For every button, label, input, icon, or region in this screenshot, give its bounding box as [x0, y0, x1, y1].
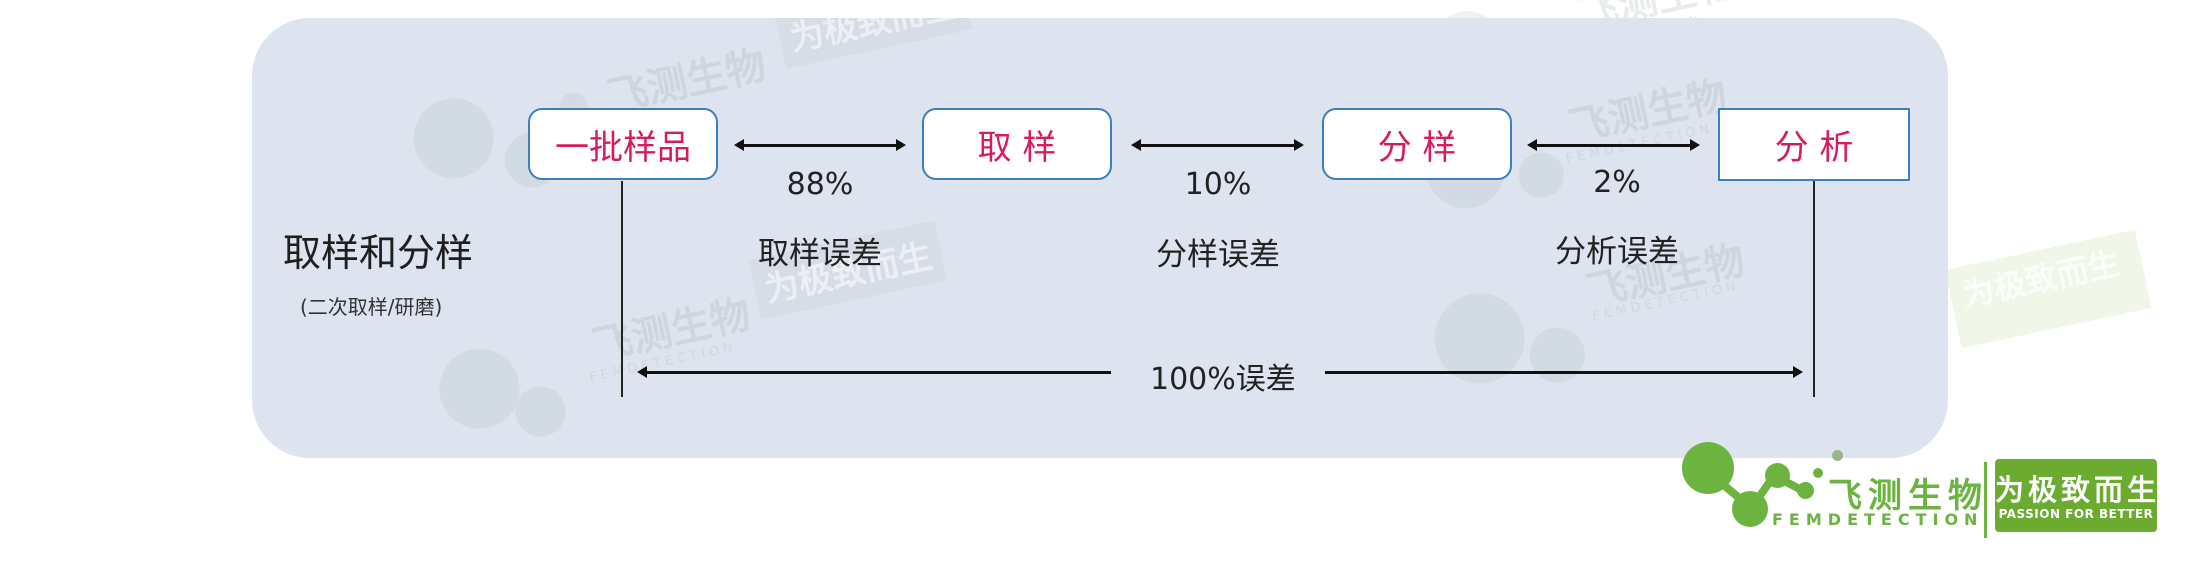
brand-logo: 飞测生物 FEMDETECTION 为极致而生 PASSION FOR BETT… [1680, 440, 2180, 550]
bracket-line-right [1813, 181, 1815, 397]
double-arrow-icon [734, 139, 906, 151]
link-error-label: 取样误差 [758, 236, 882, 272]
arrow-right-icon [1325, 366, 1803, 378]
bracket-line-left [621, 181, 623, 397]
logo-divider [1984, 462, 1987, 538]
section-title: 取样和分样 [283, 231, 474, 275]
node-label: 分 析 [1774, 128, 1854, 168]
node-label: 分 样 [1377, 127, 1457, 168]
node-label: 一批样品 [555, 127, 691, 168]
brand-name-cn: 飞测生物 [1828, 476, 1988, 516]
slogan-badge: 为极致而生 PASSION FOR BETTER [1995, 459, 2157, 532]
link-percent: 10% [1184, 167, 1252, 202]
link-percent: 2% [1593, 165, 1641, 200]
link-error-label: 分析误差 [1555, 234, 1679, 270]
node-subsampling: 分 样 [1322, 108, 1512, 180]
double-arrow-icon [1131, 139, 1304, 151]
node-analysis: 分 析 [1718, 108, 1910, 181]
node-batch-sample: 一批样品 [528, 108, 718, 180]
brand-name-en: FEMDETECTION [1772, 510, 1984, 529]
link-error-label: 分样误差 [1156, 237, 1280, 273]
slogan-en: PASSION FOR BETTER [1998, 507, 2154, 521]
total-error-label: 100%误差 [1150, 362, 1296, 397]
slogan-cn: 为极致而生 [1995, 473, 2161, 507]
node-label: 取 样 [977, 127, 1057, 168]
link-percent: 88% [786, 167, 854, 202]
section-subtitle: (二次取样/研磨) [300, 295, 443, 319]
arrow-left-icon [637, 366, 1111, 378]
node-sampling: 取 样 [922, 108, 1112, 180]
diagram-panel: 飞测生物 为极致而生 飞测生物 FEMDETECTION 为极致而生 飞测生物 … [252, 18, 1948, 458]
double-arrow-icon [1527, 139, 1700, 151]
